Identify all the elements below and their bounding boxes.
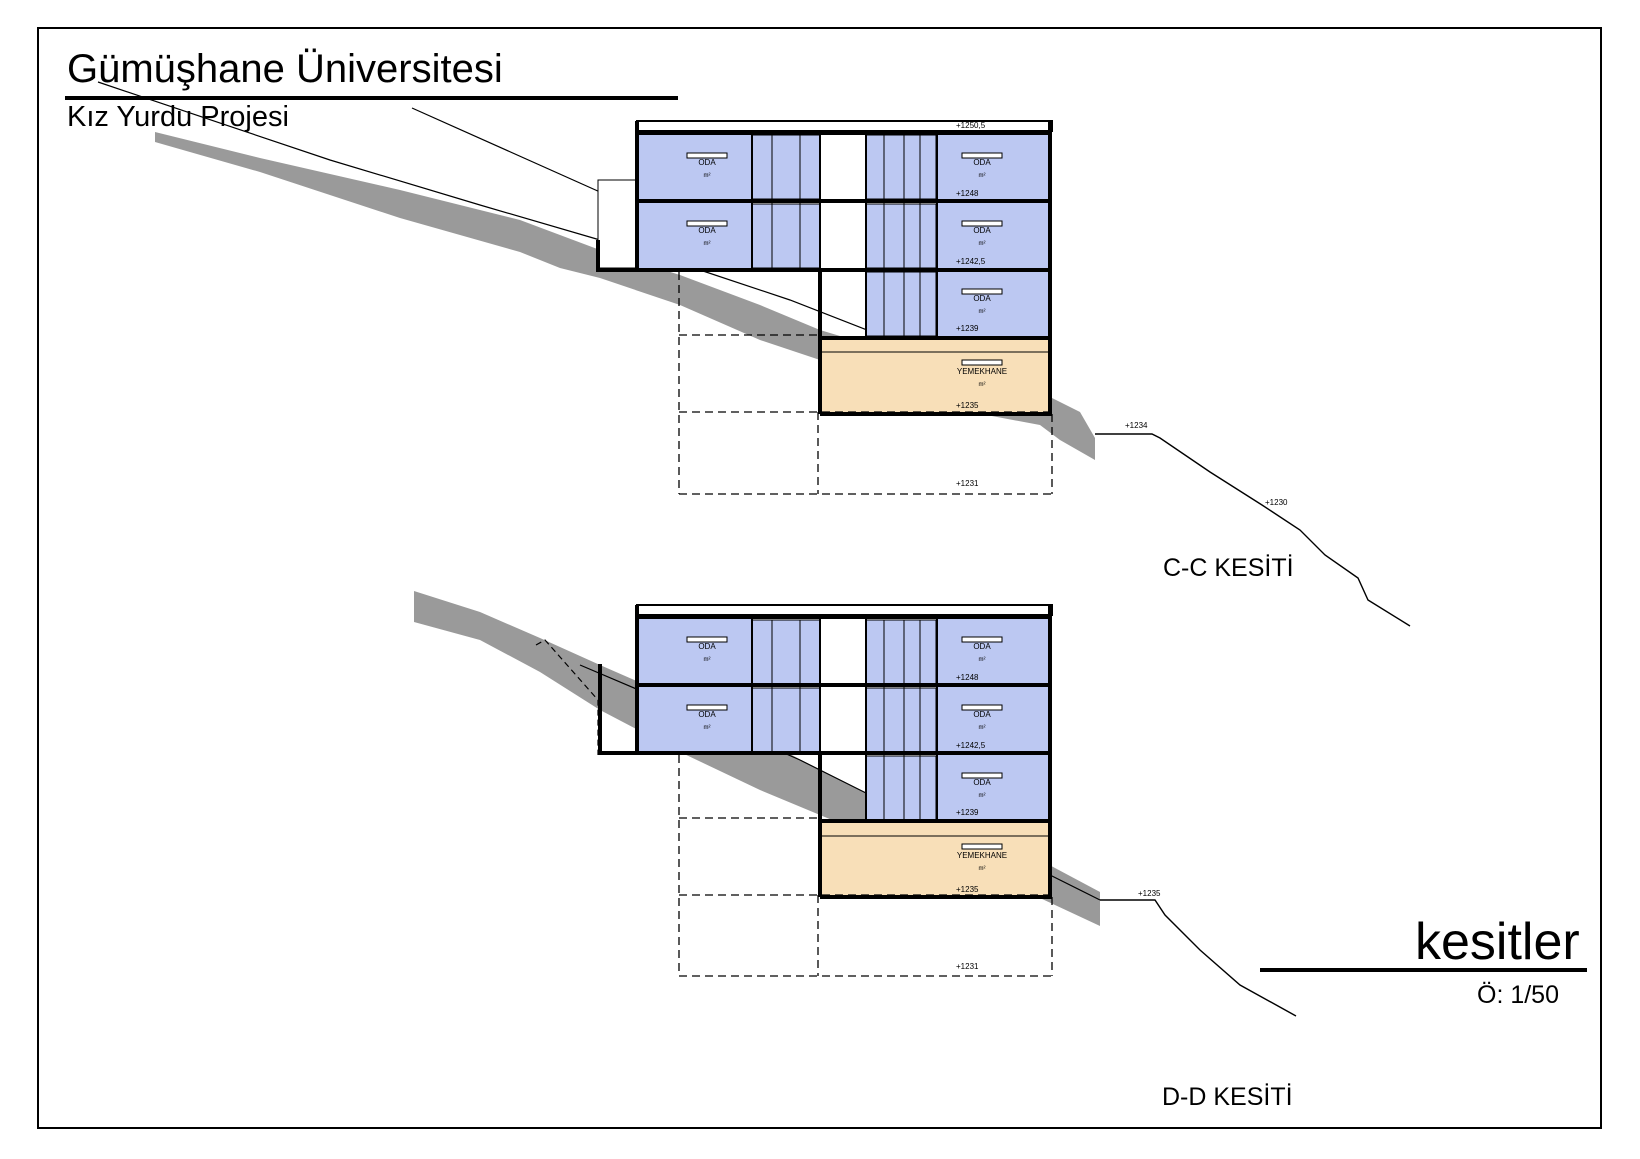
level-mark: +1235 [1138,889,1161,898]
terrain-cc [155,132,1095,460]
section-dd: ODA ODA ODA ODA ODA YEMEKHANE +1248 +124… [414,591,1297,1017]
area-mark: m² [704,173,711,179]
level-mark: +1242,5 [956,741,986,750]
foundation-outline-dd [678,755,1053,977]
room-label: ODA [973,778,991,787]
level-mark: +1235 [956,401,979,410]
area-mark: m² [979,241,986,247]
section-dd-label: D-D KESİTİ [1162,1083,1293,1111]
retaining-slope-dd [535,639,599,755]
room-label: ODA [698,226,716,235]
room-oda-dd-2 [639,686,752,752]
area-mark: m² [704,657,711,663]
area-mark: m² [979,866,986,872]
room-label: ODA [973,226,991,235]
room-label: ODA [698,642,716,651]
room-label: ODA [973,158,991,167]
roof-slab-dd [636,604,1053,616]
room-label: YEMEKHANE [957,851,1007,860]
area-mark: m² [979,657,986,663]
level-mark: +1248 [956,673,979,682]
area-marks: m² m² m² m² m² m² m² m² m² m² m² m² [704,173,986,872]
room-label: ODA [973,642,991,651]
level-mark: +1239 [956,324,979,333]
room-oda-cc-2 [639,202,752,268]
room-label: YEMEKHANE [957,367,1007,376]
room-oda-dd-3 [937,754,1050,820]
section-cc-label: C-C KESİTİ [1163,554,1294,582]
area-mark: m² [979,173,986,179]
room-labels-cc: ODA ODA ODA ODA ODA YEMEKHANE [698,158,1007,376]
area-mark: m² [704,241,711,247]
level-mark: +1242,5 [956,257,986,266]
section-cc: ODA ODA ODA ODA ODA YEMEKHANE +1250,5 +1… [97,81,1411,627]
level-marks-dd: +1248 +1242,5 +1239 +1235 +1231 +1235 [956,673,1161,971]
drawing-scale: Ö: 1/50 [1477,981,1559,1009]
level-mark: +1231 [956,962,979,971]
room-label: ODA [698,158,716,167]
entrance-annex-cc [597,179,639,269]
area-mark: m² [979,309,986,315]
foundation-outline-cc [678,272,1053,495]
room-oda-dd-1b [937,618,1050,684]
area-mark: m² [979,725,986,731]
room-oda-cc-3 [937,270,1050,336]
room-label: ODA [698,710,716,719]
room-label: ODA [973,710,991,719]
university-title: Gümüşhane Üniversitesi [67,47,503,91]
level-mark: +1230 [1265,498,1288,507]
level-mark: +1239 [956,808,979,817]
level-mark: +1235 [956,885,979,894]
room-oda-cc-1b [937,133,1050,199]
area-mark: m² [704,725,711,731]
room-oda-dd-2b [937,686,1050,752]
construction-line-cc [411,107,601,193]
area-mark: m² [979,382,986,388]
level-mark: +1250,5 [956,121,986,130]
terrain-profile-cc [1095,433,1411,627]
room-labels-dd: ODA ODA ODA ODA ODA YEMEKHANE [698,642,1007,860]
sheet-frame [37,27,1602,1129]
area-mark: m² [979,793,986,799]
roof-slab-cc [636,120,1053,132]
slabs-cc [596,121,1052,416]
drawing-title: kesitler [1415,913,1580,971]
level-mark: +1231 [956,479,979,488]
room-plates [686,152,1003,850]
level-mark: +1248 [956,189,979,198]
slabs-dd [598,605,1052,899]
level-marks-cc: +1250,5 +1248 +1242,5 +1239 +1235 +1231 … [956,121,1288,507]
room-oda-dd-1 [639,618,752,684]
room-oda-cc-2b [937,202,1050,268]
room-yemekhane-dd [820,822,1050,896]
room-oda-cc-1 [639,133,752,199]
project-subtitle: Kız Yurdu Projesi [67,101,289,133]
room-yemekhane-cc [820,338,1050,412]
window-panels-cc [751,134,937,337]
terrain-profile-dd [1100,899,1297,1017]
level-mark: +1234 [1125,421,1148,430]
room-label: ODA [973,294,991,303]
